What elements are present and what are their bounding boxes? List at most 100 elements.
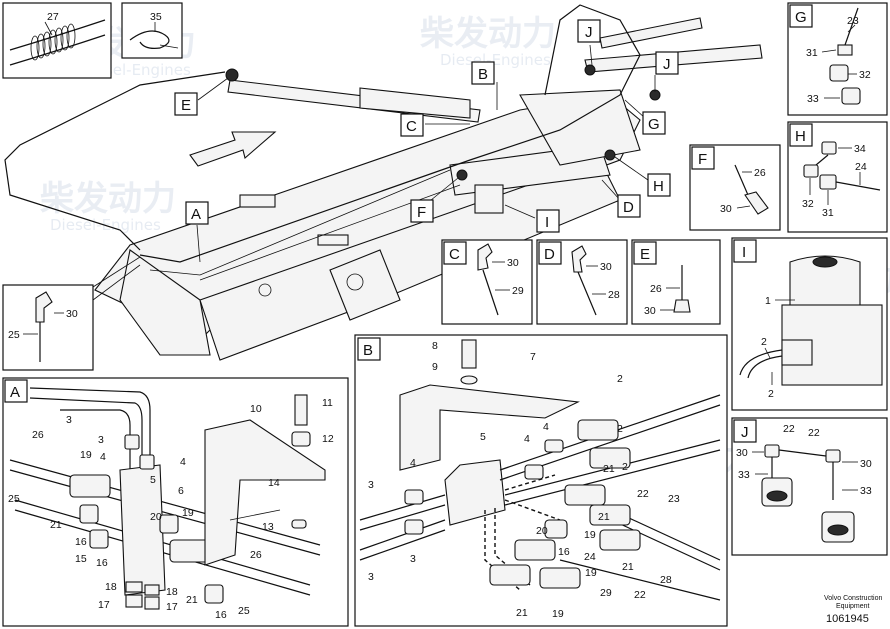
fitting — [841, 87, 861, 105]
callout-C[interactable]: C — [400, 113, 424, 137]
frame-end — [119, 249, 211, 356]
svg-text:3: 3 — [410, 553, 416, 565]
svg-text:26: 26 — [32, 429, 44, 441]
footer: Volvo Construction Equipment 1061945 — [824, 595, 882, 625]
bracket-plate — [204, 419, 326, 566]
part-label: 33 — [860, 485, 872, 497]
svg-text:20: 20 — [536, 525, 548, 537]
callout-A[interactable]: A — [185, 201, 209, 225]
svg-text:19: 19 — [182, 507, 194, 519]
fitting — [764, 444, 780, 458]
svg-text:柴发动力: 柴发动力 — [40, 179, 176, 219]
callout-J[interactable]: J — [655, 51, 679, 75]
fitting — [829, 64, 849, 82]
cylinder-body — [359, 87, 471, 119]
fitting — [456, 169, 468, 181]
detail-title: A — [10, 384, 20, 401]
callout-G[interactable]: G — [642, 111, 666, 135]
footer-subtitle: Equipment — [836, 603, 870, 610]
svg-text:9: 9 — [432, 361, 438, 373]
fitting — [825, 449, 841, 463]
detail-title: D — [544, 246, 555, 263]
document-id: 1061945 — [826, 613, 869, 625]
spacer — [291, 431, 311, 447]
callout-E[interactable]: E — [174, 92, 198, 116]
coupling — [489, 564, 531, 586]
svg-text:3: 3 — [66, 414, 72, 426]
svg-text:H: H — [653, 178, 664, 195]
fitting — [584, 64, 596, 76]
fitting — [821, 141, 837, 155]
coupling — [159, 514, 179, 534]
coupling — [599, 529, 641, 551]
callout-B[interactable]: B — [471, 61, 495, 85]
coupling — [514, 539, 556, 561]
svg-text:I: I — [545, 214, 549, 231]
svg-text:14: 14 — [268, 477, 280, 489]
part-label: 29 — [512, 285, 524, 297]
part-label: 32 — [859, 69, 871, 81]
callout-F[interactable]: F — [410, 199, 434, 223]
hydraulic-cylinder — [599, 17, 703, 49]
svg-text:25: 25 — [238, 605, 250, 617]
svg-text:J: J — [585, 24, 593, 41]
part-label: 33 — [807, 93, 819, 105]
elbow-fitting — [477, 243, 493, 271]
nipple — [139, 454, 155, 470]
svg-text:2: 2 — [622, 461, 628, 473]
washer — [144, 584, 160, 596]
svg-text:E: E — [181, 97, 191, 114]
callout-H[interactable]: H — [647, 173, 671, 197]
elbow-fitting — [571, 245, 587, 273]
svg-text:19: 19 — [552, 608, 564, 620]
direction-arrow-icon — [189, 131, 277, 167]
hose-line — [139, 4, 641, 263]
part-label: 31 — [806, 47, 818, 59]
nipple — [404, 489, 424, 505]
elbow-fitting — [673, 299, 691, 313]
nut — [125, 594, 143, 608]
detail-frame — [2, 377, 349, 627]
detail-title: B — [363, 342, 373, 359]
svg-text:21: 21 — [186, 594, 198, 606]
svg-text:3: 3 — [368, 479, 374, 491]
callout-I[interactable]: I — [536, 209, 560, 233]
svg-text:21: 21 — [50, 519, 62, 531]
nipple — [524, 464, 544, 480]
svg-text:D: D — [623, 199, 634, 216]
svg-text:16: 16 — [558, 546, 570, 558]
part-label: 2 — [761, 336, 767, 348]
detail-E: E 26 30 — [631, 239, 721, 325]
svg-text:11: 11 — [322, 397, 333, 409]
svg-text:19: 19 — [80, 449, 92, 461]
callout-D[interactable]: D — [617, 194, 641, 218]
detail-B-labels: 8 9 7 2 4 5 4 2 3 4 21 2 22 23 3 20 16 1… — [368, 340, 680, 620]
fitting — [225, 68, 239, 82]
part-label: 30 — [720, 203, 732, 215]
coupling — [204, 584, 224, 604]
svg-text:3: 3 — [368, 571, 374, 583]
svg-text:G: G — [648, 116, 660, 133]
part-label: 30 — [507, 257, 519, 269]
connector — [781, 339, 813, 366]
part-label: 22 — [783, 423, 795, 435]
svg-text:7: 7 — [530, 351, 536, 363]
coupling — [564, 484, 606, 506]
washer — [125, 581, 143, 593]
detail-title: G — [795, 9, 807, 26]
manifold-block — [119, 464, 166, 596]
nipple — [544, 439, 564, 453]
coupling — [589, 447, 631, 469]
part-label: 28 — [608, 289, 620, 301]
boom-mount — [519, 89, 641, 166]
frame-pad — [239, 194, 276, 208]
cover-plate — [399, 384, 580, 471]
part-label: 26 — [754, 167, 766, 179]
detail-title: C — [449, 246, 460, 263]
detail-I: I 1 2 2 — [731, 237, 888, 411]
callout-J[interactable]: J — [577, 19, 601, 43]
part-label: 24 — [855, 161, 867, 173]
svg-text:A: A — [191, 206, 201, 223]
